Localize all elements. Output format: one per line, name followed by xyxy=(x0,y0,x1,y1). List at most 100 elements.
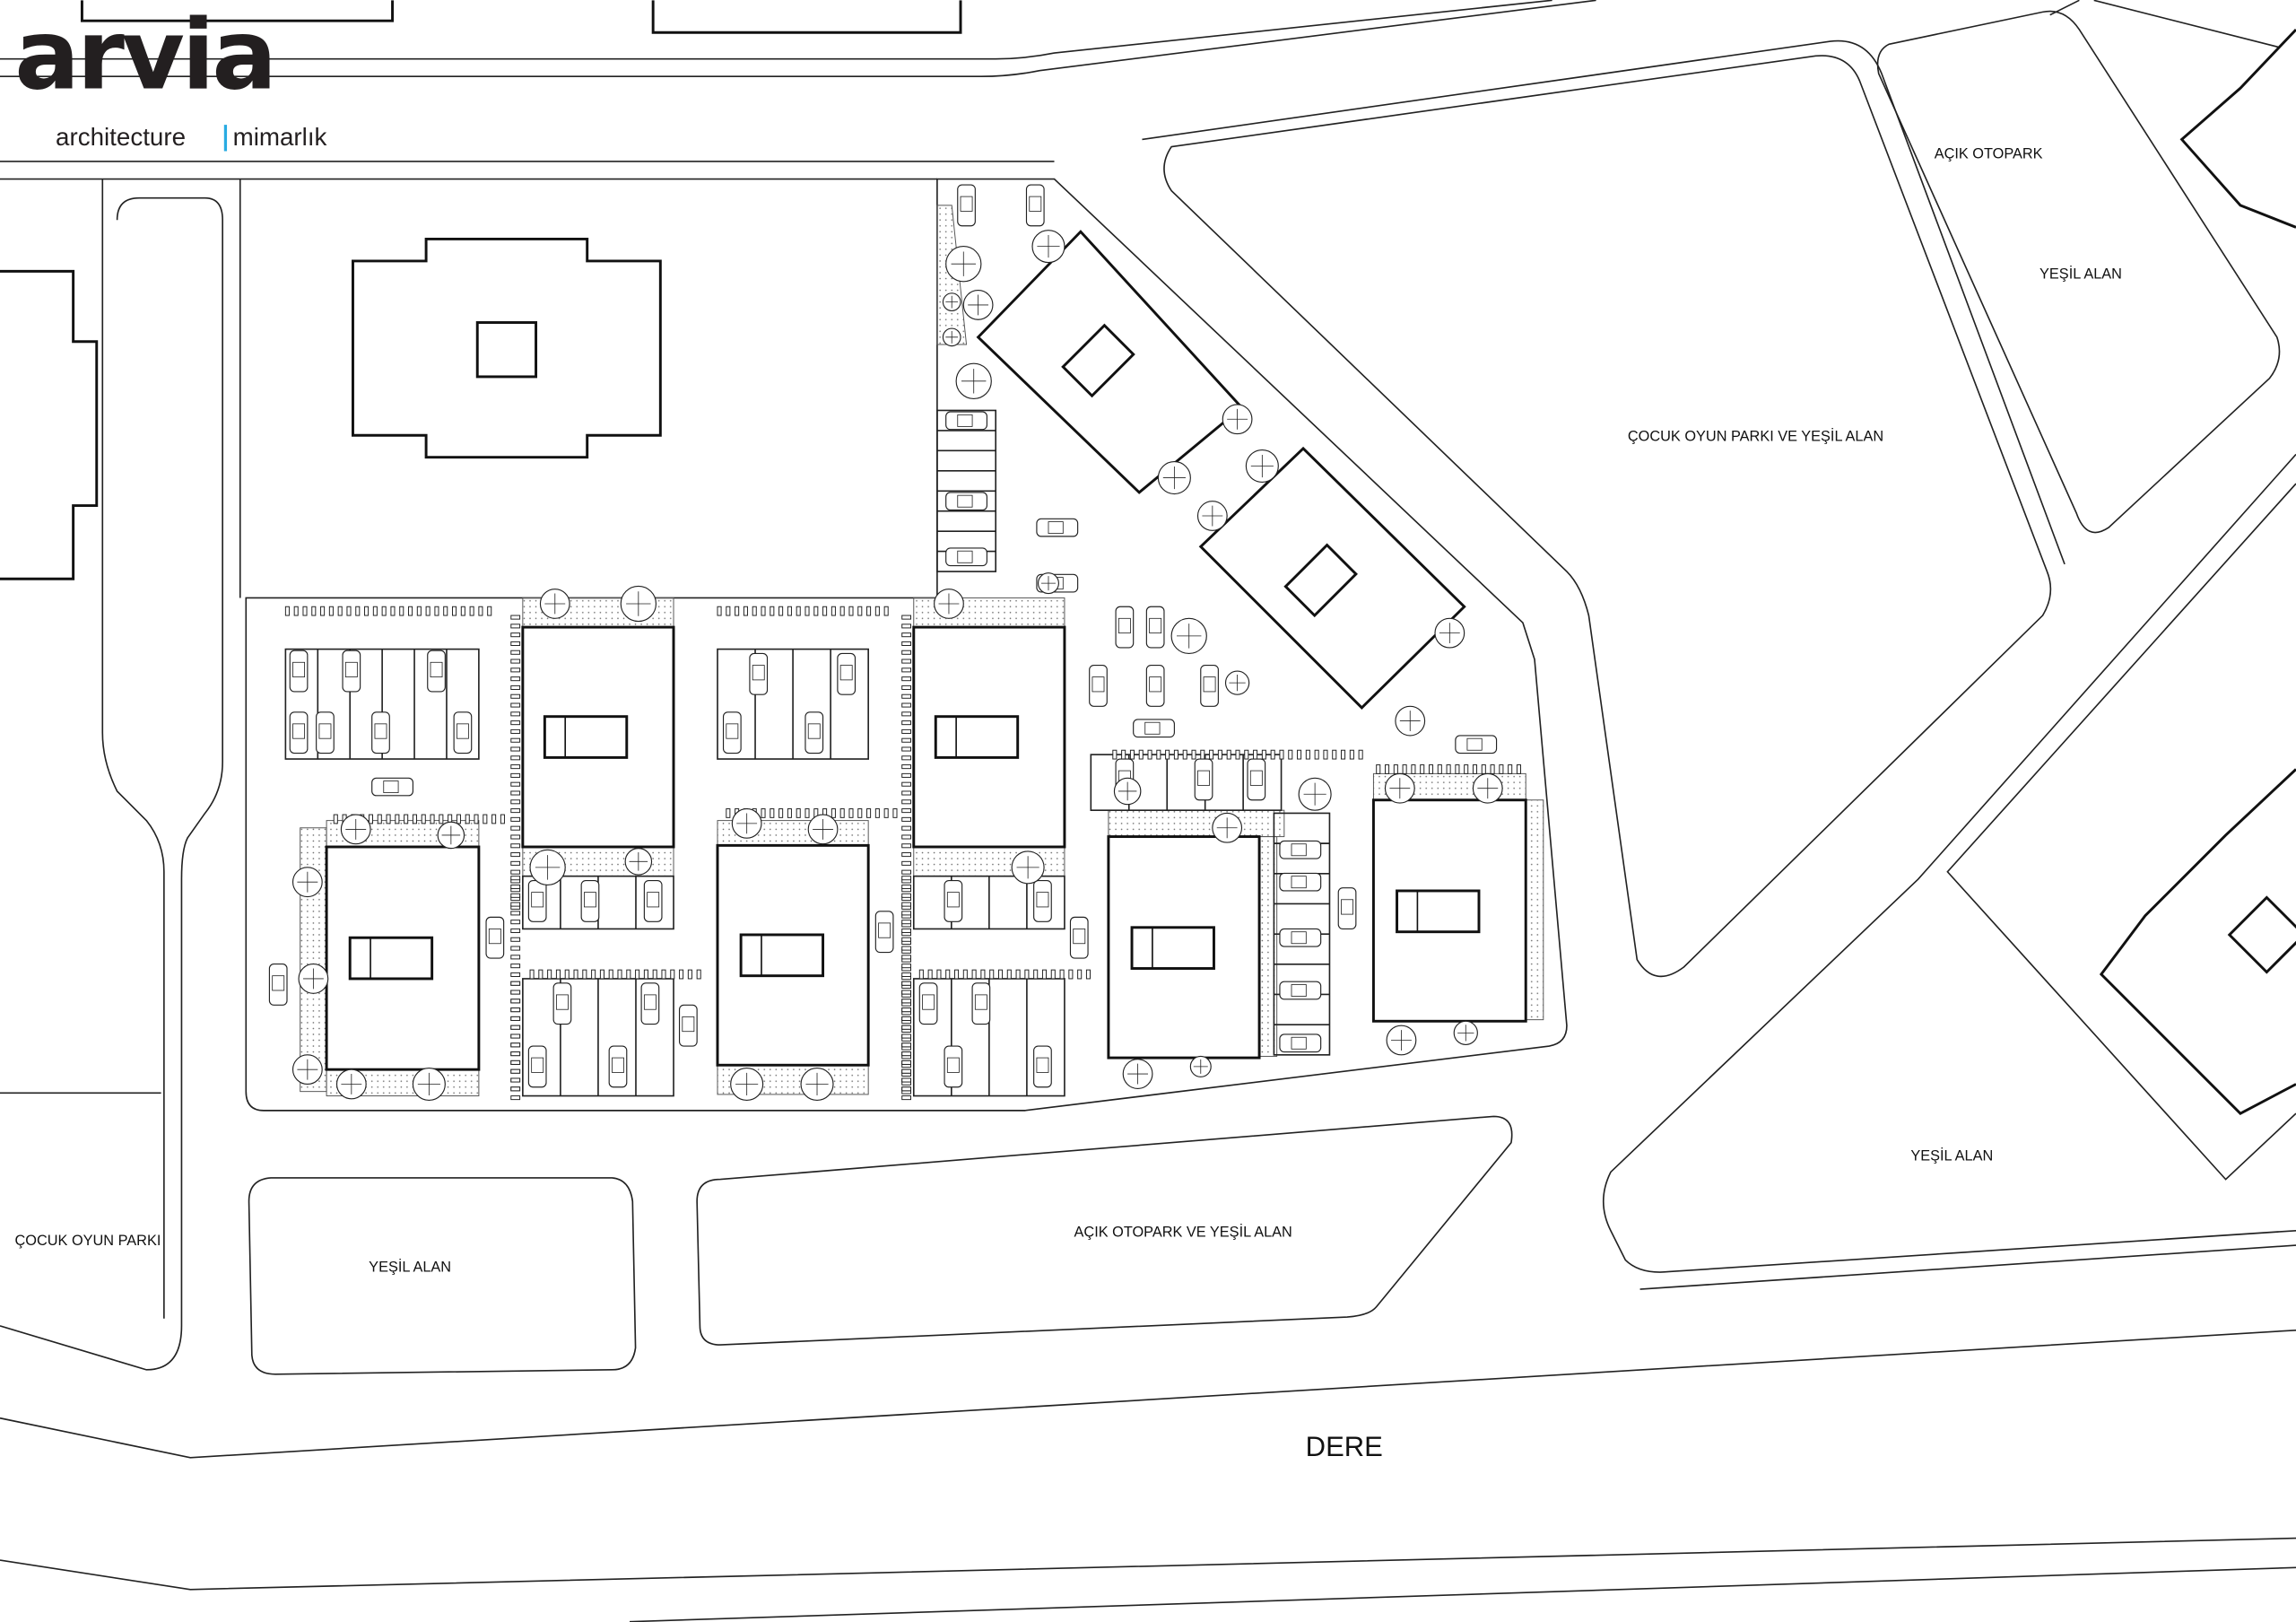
car-roof xyxy=(1036,892,1049,908)
bollard xyxy=(510,884,521,890)
bollard xyxy=(901,928,911,934)
bollard xyxy=(901,667,911,673)
bollard xyxy=(465,814,470,824)
bollard xyxy=(857,808,863,818)
bollard xyxy=(381,606,387,616)
bollard xyxy=(1349,749,1354,760)
bollard xyxy=(901,876,911,881)
car xyxy=(289,711,309,754)
tree-branches xyxy=(544,593,566,615)
car xyxy=(552,982,572,1025)
car xyxy=(1069,916,1089,959)
tree-branches xyxy=(535,855,561,880)
building-core xyxy=(543,715,629,759)
car-roof xyxy=(1291,984,1307,997)
tree-branches xyxy=(1477,778,1499,799)
car xyxy=(1200,664,1219,707)
bollard xyxy=(510,1086,521,1092)
label-cocuk-oyun-parki: ÇOCUK OYUN PARKI xyxy=(15,1233,161,1249)
car xyxy=(485,916,505,959)
bollard xyxy=(1244,749,1249,760)
car-body xyxy=(1033,1045,1052,1088)
bollard xyxy=(474,814,479,824)
bollard xyxy=(284,606,290,616)
car-roof xyxy=(531,892,544,908)
bollard xyxy=(778,808,784,818)
tree-icon xyxy=(291,1054,323,1086)
bollard xyxy=(510,632,521,638)
bollard xyxy=(617,969,622,980)
bollard xyxy=(901,998,911,1004)
tree-branches xyxy=(341,1074,362,1094)
label-yesil-alan-se: YEŞİL ALAN xyxy=(1910,1147,1993,1164)
bollard xyxy=(989,969,995,980)
car xyxy=(1115,606,1135,649)
bollard xyxy=(1261,749,1266,760)
bollard xyxy=(399,606,404,616)
bollard xyxy=(901,711,911,717)
car xyxy=(1279,872,1322,892)
bollard xyxy=(1191,749,1196,760)
tree-icon xyxy=(1212,812,1243,843)
bollard xyxy=(510,702,521,708)
bollard xyxy=(761,808,766,818)
tree-icon xyxy=(962,290,994,320)
bollard xyxy=(901,746,911,752)
tree-branches xyxy=(1037,235,1060,258)
bollard xyxy=(883,808,889,818)
bollard xyxy=(901,693,911,699)
bollard xyxy=(1024,969,1030,980)
bollard xyxy=(901,1007,911,1013)
bollard xyxy=(573,969,578,980)
car-body xyxy=(1145,606,1165,649)
bollard xyxy=(1121,749,1126,760)
bollard xyxy=(626,969,631,980)
car-roof xyxy=(752,665,765,681)
bollard xyxy=(927,969,933,980)
car-body xyxy=(427,650,446,693)
car-body xyxy=(453,711,473,754)
bollard xyxy=(770,606,775,616)
tree-icon xyxy=(1170,617,1207,655)
car-body xyxy=(289,650,309,693)
bollard xyxy=(529,969,535,980)
bollard xyxy=(901,676,911,682)
car xyxy=(1089,664,1108,707)
car xyxy=(945,492,987,511)
car-body xyxy=(1337,887,1357,929)
label-yesil-alan-sw: YEŞİL ALAN xyxy=(369,1258,451,1275)
tree-branches xyxy=(1177,624,1202,649)
bollard xyxy=(510,676,521,682)
bollard xyxy=(510,834,521,840)
tree-icon xyxy=(730,1067,764,1102)
car-body xyxy=(580,879,600,922)
tree-icon xyxy=(1224,670,1250,695)
bollard xyxy=(591,969,596,980)
bollard xyxy=(901,860,911,866)
bollard xyxy=(510,764,521,770)
car-roof xyxy=(374,723,387,739)
car-roof xyxy=(1341,899,1353,915)
car-roof xyxy=(682,1016,695,1033)
logo-wordmark: arvia xyxy=(14,0,274,111)
car-body xyxy=(640,982,660,1025)
tree-branches xyxy=(1216,817,1238,839)
bollard xyxy=(510,860,521,866)
car-roof xyxy=(1118,617,1131,634)
tree-icon xyxy=(942,327,961,347)
building-core xyxy=(739,933,825,978)
bollard xyxy=(510,641,521,646)
bollard xyxy=(936,969,942,980)
bollard xyxy=(901,755,911,761)
bollard xyxy=(883,606,889,616)
car xyxy=(945,411,987,431)
bollard xyxy=(510,1068,521,1074)
car xyxy=(316,711,335,754)
car xyxy=(678,1004,698,1047)
car-roof xyxy=(1197,770,1210,786)
bollard xyxy=(416,606,422,616)
bollard xyxy=(510,1033,521,1039)
bollard xyxy=(831,606,836,616)
bollard xyxy=(1288,749,1293,760)
bollard xyxy=(1411,764,1416,774)
